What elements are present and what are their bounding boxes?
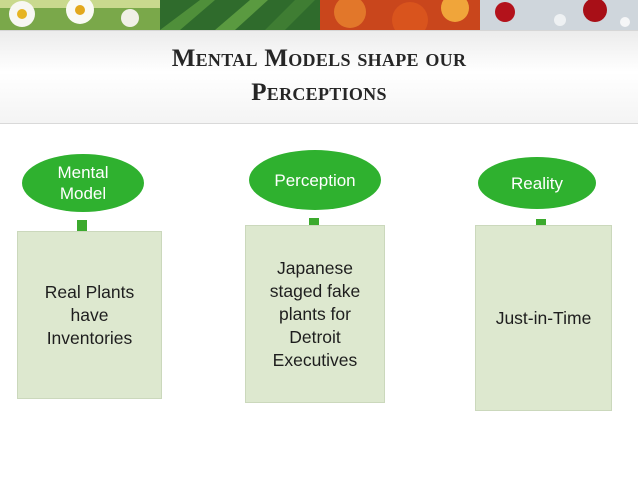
- mental-model-text-line: have: [70, 304, 109, 325]
- mental-model-text-line: Inventories: [46, 327, 133, 348]
- reality-box: Just-in-Time: [475, 225, 612, 411]
- title-band: [0, 30, 638, 124]
- reality-text-line: Just-in-Time: [495, 307, 592, 328]
- mental-model-heading-line-2: Model: [59, 184, 107, 203]
- title-line-1: Mental Models shape our: [171, 45, 467, 72]
- mental-model-oval: Mental Model: [22, 154, 144, 212]
- reality-heading: Reality: [511, 173, 563, 193]
- reality-oval: Reality: [478, 157, 596, 209]
- perception-heading: Perception: [274, 170, 356, 190]
- mental-model-text-line: Real Plants: [44, 281, 135, 302]
- perception-text-line: Executives: [272, 349, 358, 370]
- perception-text-line: Detroit: [289, 326, 341, 347]
- mental-model-heading-line-1: Mental: [57, 163, 109, 182]
- perception-text-line: plants for: [279, 303, 351, 324]
- perception-text-line: Japanese: [277, 257, 353, 278]
- title-line-2: Perceptions: [251, 79, 387, 106]
- header-photo-strip: [0, 0, 638, 30]
- perception-text-line: staged fake: [269, 280, 361, 301]
- page-title: Mental Models shape our Perceptions: [0, 42, 638, 110]
- mental-model-box: Real Plants have Inventories: [17, 231, 162, 399]
- perception-box: Japanese staged fake plants for Detroit …: [245, 225, 385, 403]
- perception-oval: Perception: [249, 150, 381, 210]
